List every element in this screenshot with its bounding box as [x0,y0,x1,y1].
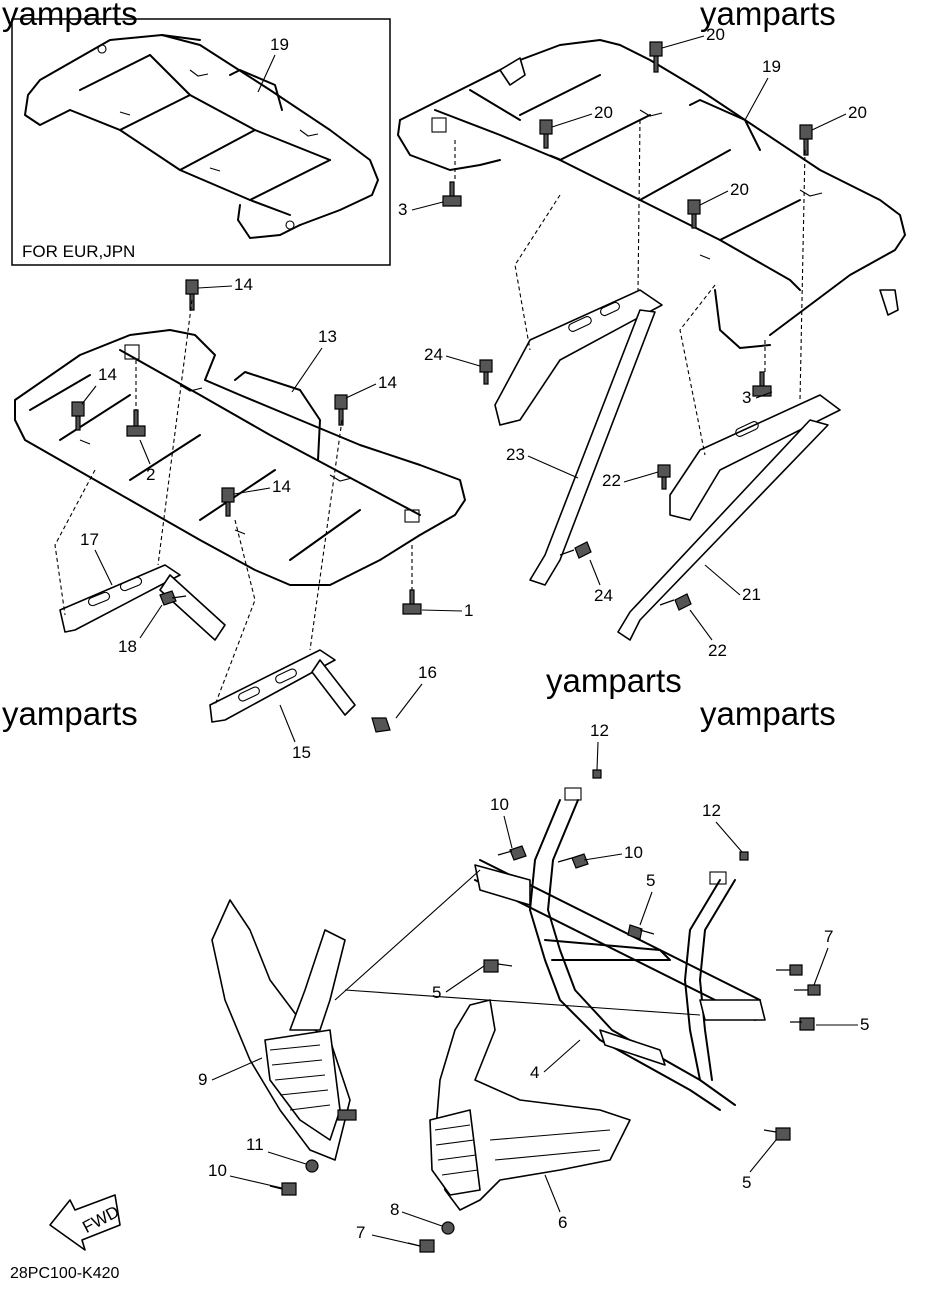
callout-11: 11 [246,1135,264,1154]
callout-23: 23 [506,445,525,464]
callout-14-d: 14 [272,477,291,496]
callout-4: 4 [530,1063,539,1082]
callout-22-b: 22 [708,641,727,660]
callout-20-d: 20 [730,180,749,199]
drawing-code: 28PC100-K420 [10,1265,120,1282]
callout-18: 18 [118,637,137,656]
callout-12-a: 12 [590,721,609,740]
callout-5-c: 5 [860,1015,869,1034]
callout-5-a: 5 [646,871,655,890]
watermark-middle: yamparts [546,662,682,699]
callout-20-a: 20 [706,25,725,44]
rear-carrier-assembly [397,39,906,641]
watermark-right: yamparts [700,695,836,732]
front-carrier-assembly [14,279,466,733]
callout-14-a: 14 [234,275,253,294]
callout-8: 8 [390,1200,399,1219]
callouts: 20 19 20 20 20 3 24 3 23 22 24 21 22 14 … [80,25,869,1247]
inset-eur-jpn: 19 FOR EUR,JPN [11,18,391,266]
callout-9: 9 [198,1070,207,1089]
watermark-top-right: yamparts [700,0,836,32]
callout-10-a: 10 [490,795,509,814]
callout-20-b: 20 [594,103,613,122]
callout-inset-19: 19 [270,35,289,54]
inset-caption: FOR EUR,JPN [22,242,135,261]
callout-3-b: 3 [742,388,751,407]
callout-15: 15 [292,743,311,762]
callout-7-a: 7 [824,927,833,946]
callout-14-c: 14 [378,373,397,392]
callout-17: 17 [80,530,99,549]
watermark-top-left: yamparts [2,0,138,32]
callout-22-a: 22 [602,471,621,490]
callout-20-c: 20 [848,103,867,122]
watermark-left: yamparts [2,695,138,732]
callout-2: 2 [146,465,155,484]
front-guard-assembly [211,769,821,1253]
callout-21: 21 [742,585,761,604]
callout-5-d: 5 [742,1173,751,1192]
callout-19: 19 [762,57,781,76]
callout-14-b: 14 [98,365,117,384]
callout-1: 1 [464,601,473,620]
callout-24-a: 24 [424,345,443,364]
callout-5-b: 5 [432,983,441,1002]
callout-3-a: 3 [398,200,407,219]
callout-24-b: 24 [594,586,613,605]
fwd-arrow-icon: FWD [49,1194,122,1251]
inset-rack-drawing [24,34,379,239]
callout-13: 13 [318,327,337,346]
callout-10-c: 10 [208,1161,227,1180]
callout-7-b: 7 [356,1223,365,1242]
callout-6: 6 [558,1213,567,1232]
callout-16: 16 [418,663,437,682]
callout-12-b: 12 [702,801,721,820]
callout-10-b: 10 [624,843,643,862]
